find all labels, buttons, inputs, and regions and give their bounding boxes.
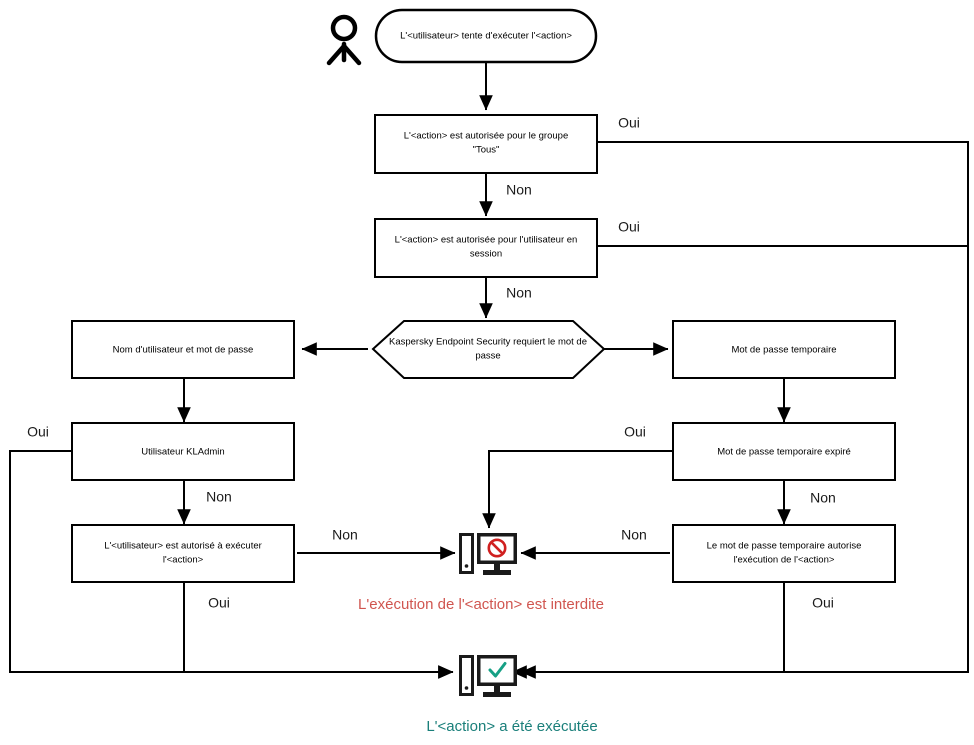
edge-label-session-user-no: Non (506, 285, 532, 301)
edge-label-temp-expired-yes: Oui (624, 424, 646, 440)
node-username-password-label: Nom d'utilisateur et mot de passe (113, 345, 254, 356)
edge-label-kladmin-yes: Oui (27, 424, 49, 440)
node-temporary-password[interactable]: Mot de passe temporaire (672, 320, 896, 379)
edge-label-kladmin-no: Non (206, 489, 232, 505)
node-group-all-line2: "Tous" (473, 145, 500, 156)
edge-label-group-all-yes: Oui (618, 115, 640, 131)
node-start[interactable]: L'<utilisateur> tente d'exécuter l'<acti… (374, 8, 598, 64)
node-user-authorized[interactable]: L'<utilisateur> est autorisé à exécuter … (71, 524, 295, 583)
node-session-user-line1: L'<action> est autorisée pour l'utilisat… (395, 235, 578, 246)
node-group-all-allowed[interactable]: L'<action> est autorisée pour le groupe … (374, 114, 598, 174)
edge-label-group-all-no: Non (506, 182, 532, 198)
node-kladmin-label: Utilisateur KLAdmin (141, 447, 224, 458)
node-requires-password-line1: Kaspersky Endpoint Security requiert le … (389, 337, 587, 348)
edge-label-user-authorized-yes: Oui (208, 595, 230, 611)
node-temp-expired-label: Mot de passe temporaire expiré (717, 447, 851, 458)
node-requires-password-line2: passe (475, 351, 500, 362)
node-temp-allows-line1: Le mot de passe temporaire autorise (707, 541, 862, 552)
computer-check-icon (459, 655, 517, 697)
edge-label-temp-expired-no: Non (810, 490, 836, 506)
node-temporary-password-expired[interactable]: Mot de passe temporaire expiré (672, 422, 896, 481)
node-temp-password-allows-action[interactable]: Le mot de passe temporaire autorise l'ex… (672, 524, 896, 583)
edge-user-authorized-yes (183, 583, 454, 679)
edge-label-temp-allows-no: Non (621, 527, 647, 543)
node-session-user-allowed[interactable]: L'<action> est autorisée pour l'utilisat… (374, 218, 598, 278)
node-user-authorized-line1: L'<utilisateur> est autorisé à exécuter (104, 541, 262, 552)
person-icon (326, 14, 362, 66)
edge-temp-expired-yes (482, 450, 672, 529)
node-start-label: L'<utilisateur> tente d'exécuter l'<acti… (400, 31, 572, 42)
edge-label-session-user-yes: Oui (618, 219, 640, 235)
node-requires-password[interactable]: Kaspersky Endpoint Security requiert le … (371, 320, 606, 379)
edge-label-user-authorized-no: Non (332, 527, 358, 543)
node-temp-allows-line2: l'exécution de l'<action> (734, 555, 835, 566)
caption-granted: L'<action> a été exécutée (426, 718, 597, 735)
node-temporary-password-label: Mot de passe temporaire (731, 345, 836, 356)
computer-denied-icon (459, 533, 517, 575)
node-kladmin-user[interactable]: Utilisateur KLAdmin (71, 422, 295, 481)
node-username-password[interactable]: Nom d'utilisateur et mot de passe (71, 320, 295, 379)
caption-denied: L'exécution de l'<action> est interdite (358, 596, 604, 613)
edge-temp-allows-yes (520, 583, 785, 679)
node-session-user-line2: session (470, 249, 502, 260)
node-user-authorized-line2: l'<action> (163, 555, 204, 566)
node-group-all-line1: L'<action> est autorisée pour le groupe (404, 131, 568, 142)
edge-label-temp-allows-yes: Oui (812, 595, 834, 611)
